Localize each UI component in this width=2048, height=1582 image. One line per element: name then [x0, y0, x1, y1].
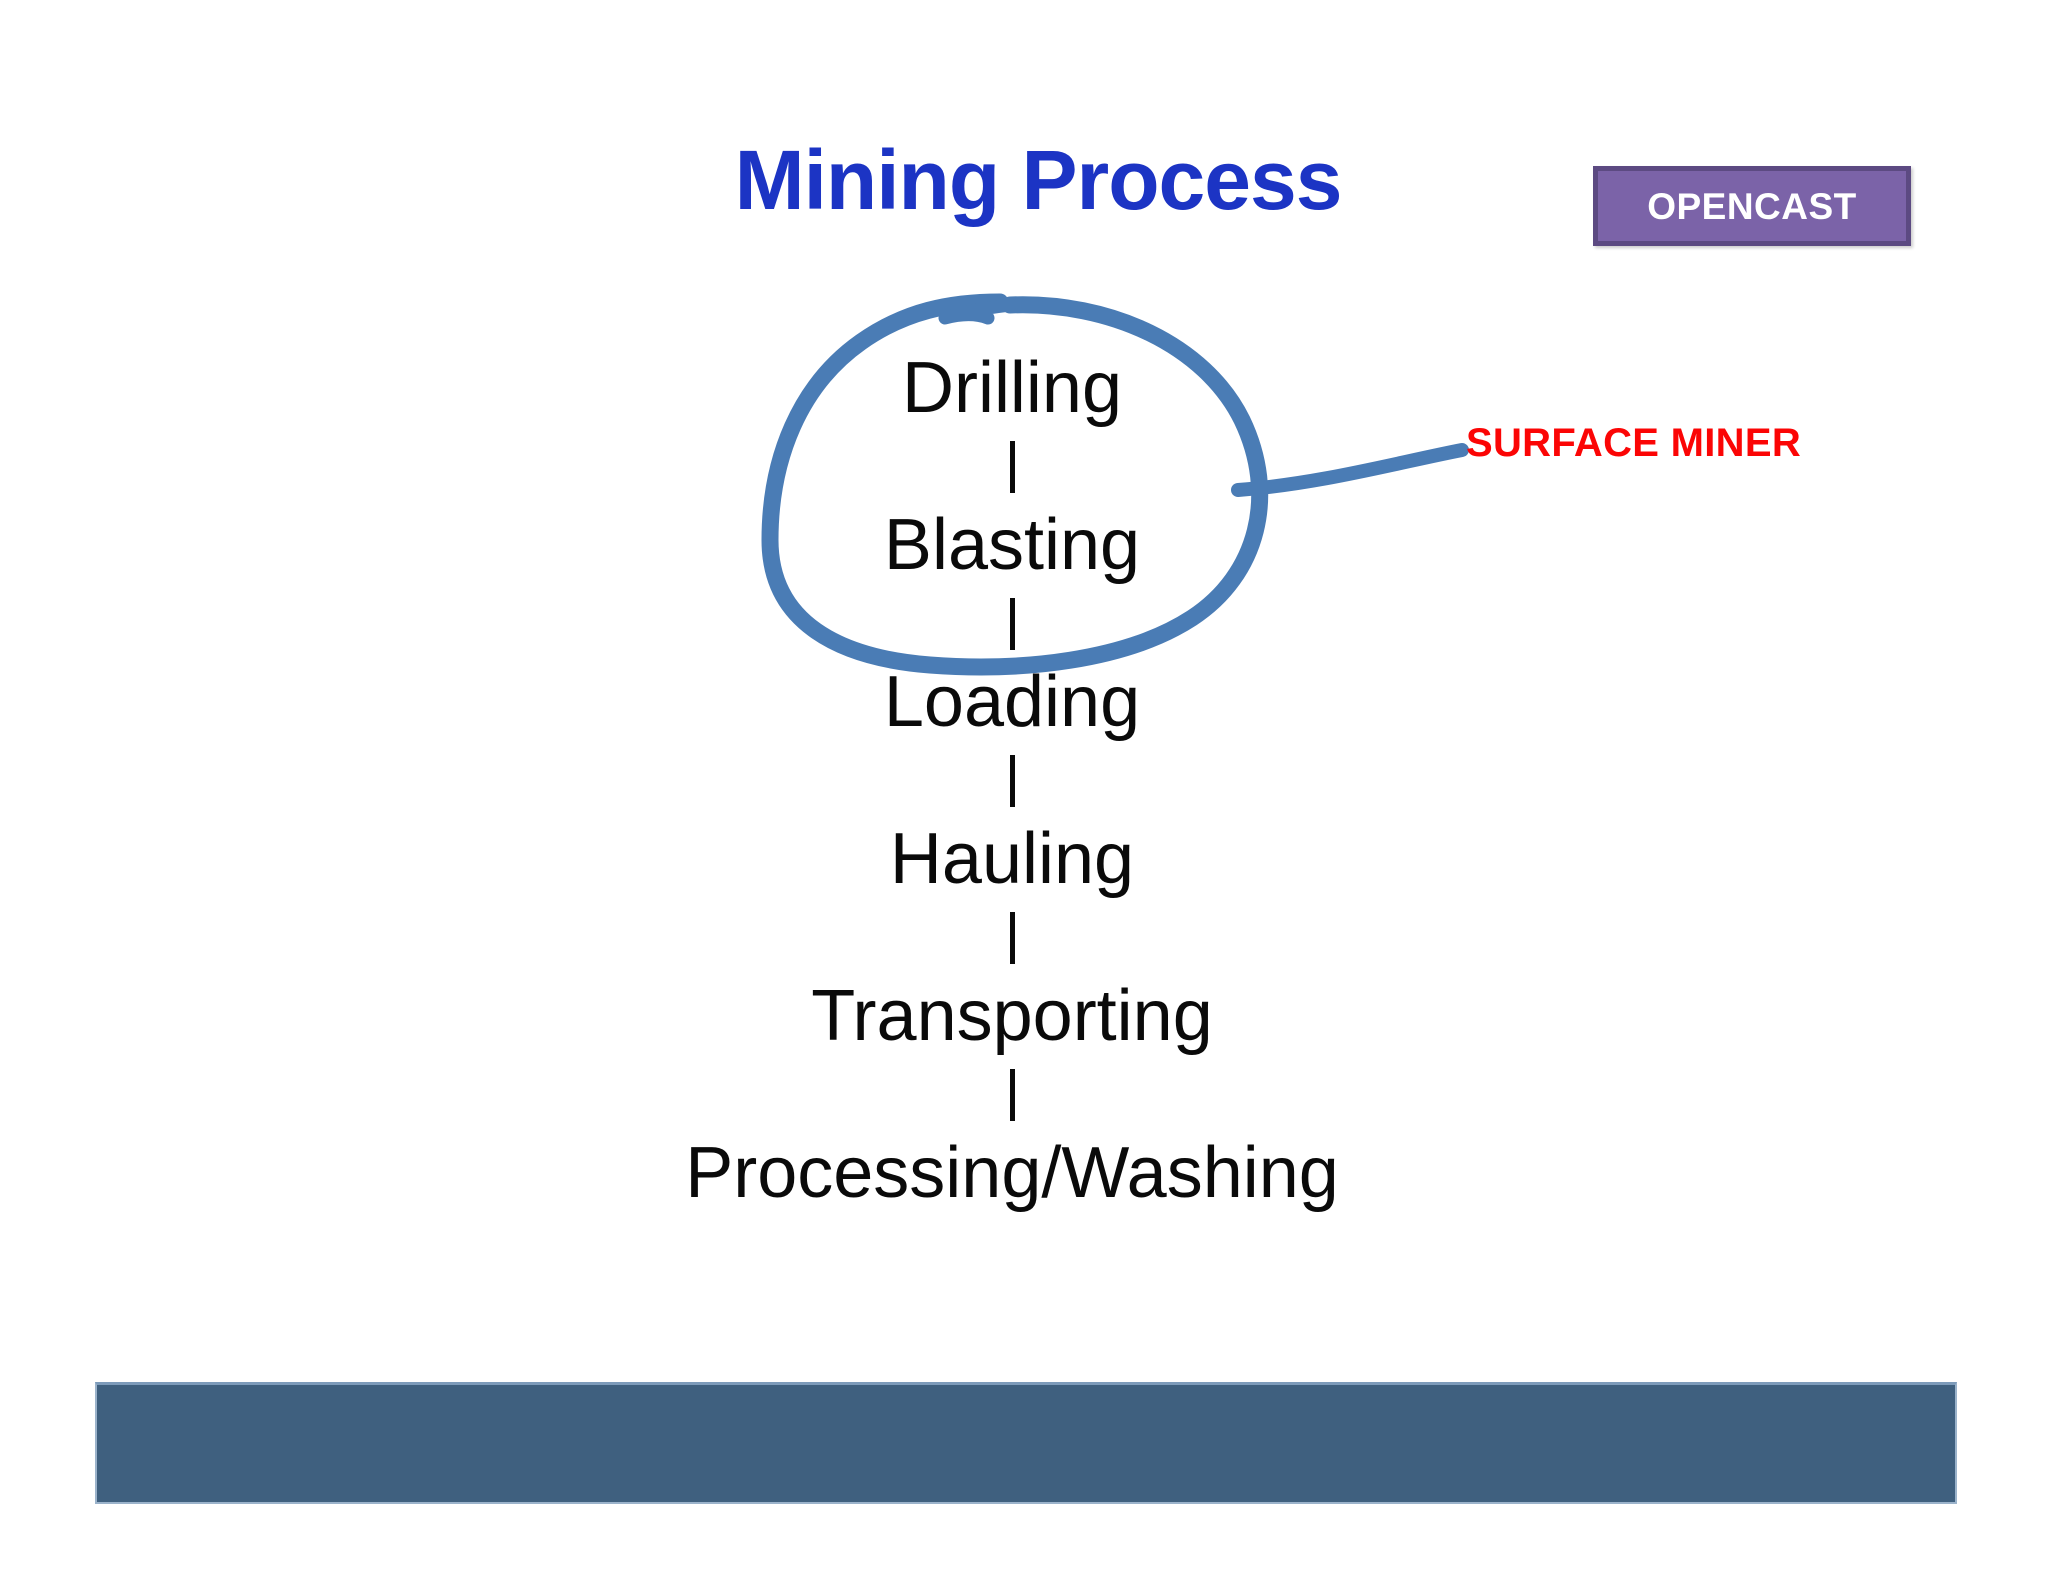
flow-connector-icon — [1009, 441, 1015, 493]
flow-step-loading: Loading — [883, 662, 1141, 742]
flow-connector-icon — [1009, 1069, 1015, 1121]
footer-bar — [95, 1382, 1957, 1504]
flow-connector-icon — [1009, 598, 1015, 650]
flow-step-processing-washing: Processing/Washing — [685, 1133, 1339, 1213]
flow-step-blasting: Blasting — [883, 505, 1141, 585]
surface-miner-callout-label: SURFACE MINER — [1466, 421, 1802, 465]
flow-step-hauling: Hauling — [889, 819, 1135, 899]
flow-connector-icon — [1009, 755, 1015, 807]
mining-process-flow: Drilling Blasting Loading Hauling Transp… — [0, 352, 2036, 1209]
page-title: Mining Process — [734, 133, 1343, 227]
opencast-badge-label: OPENCAST — [1647, 185, 1857, 227]
flow-step-transporting: Transporting — [811, 976, 1213, 1056]
handdrawn-circle-hook-icon — [938, 298, 1017, 325]
flow-connector-icon — [1009, 912, 1015, 964]
opencast-badge: OPENCAST — [1593, 166, 1911, 246]
flow-step-drilling: Drilling — [901, 348, 1123, 428]
